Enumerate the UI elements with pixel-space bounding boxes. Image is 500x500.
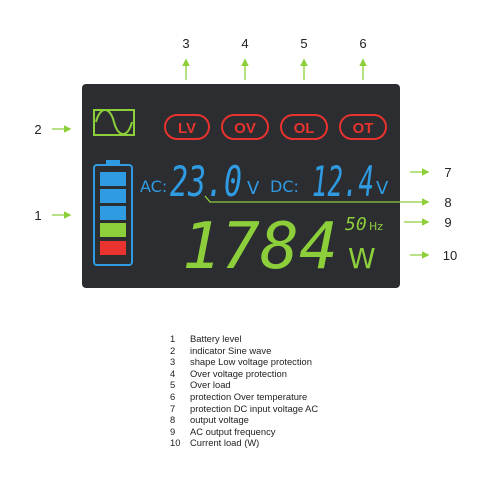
battery-bar-2 xyxy=(100,189,126,203)
callout-8: 8 xyxy=(444,195,451,210)
dc-unit: V xyxy=(376,178,389,199)
legend-text: Over voltage protection xyxy=(190,367,287,379)
callout-3: 3 xyxy=(182,36,189,51)
lcd-panel xyxy=(82,84,400,288)
battery-bar-3 xyxy=(100,206,126,220)
legend-item: 10 Current load (W) xyxy=(170,437,318,449)
badge-ol: OL xyxy=(280,114,328,140)
legend-number: 8 xyxy=(170,414,176,426)
legend-text: Current load (W) xyxy=(190,437,260,449)
callout-7: 7 xyxy=(444,165,451,180)
legend-number: 2 xyxy=(170,344,176,356)
legend-item: 5 Over load xyxy=(170,379,318,391)
legend-number: 1 xyxy=(170,333,176,344)
legend-item: 8 output voltage xyxy=(170,414,318,426)
legend-text: Over load xyxy=(190,379,231,391)
badge-ov: OV xyxy=(221,114,269,140)
legend-item: 6 protection Over temperature xyxy=(170,391,318,403)
dc-voltage-readout: 12.4 xyxy=(312,157,374,206)
legend-item: 4 Over voltage protection xyxy=(170,368,318,380)
frequency-readout: 50 xyxy=(345,214,367,235)
callout-6: 6 xyxy=(359,36,366,51)
legend-text: protection DC input voltage AC xyxy=(190,402,319,414)
callout-5: 5 xyxy=(300,36,307,51)
ac-voltage-readout: 23.0 xyxy=(170,157,242,206)
battery-bar-4 xyxy=(100,223,126,237)
badge-ot-label: OT xyxy=(353,120,374,137)
legend-item: 3 shape Low voltage protection xyxy=(170,356,318,368)
ac-label: AC: xyxy=(140,177,167,196)
legend-number: 6 xyxy=(170,390,176,402)
legend-item: 7 protection DC input voltage AC xyxy=(170,403,318,415)
legend-number: 7 xyxy=(170,402,176,414)
sine-wave-icon xyxy=(93,109,135,136)
legend-text: output voltage xyxy=(190,414,249,426)
frequency-unit: Hz xyxy=(369,220,383,233)
legend-list: 1 Battery level 2 indicator Sine wave 3 sha… xyxy=(170,333,318,449)
legend-text: protection Over temperature xyxy=(190,390,308,402)
load-readout: 1784 xyxy=(182,210,338,284)
legend-item: 9 AC output frequency xyxy=(170,426,318,438)
callout-2: 2 xyxy=(34,122,41,137)
battery-bar-1 xyxy=(100,172,126,186)
legend-text: shape Low voltage protection xyxy=(190,356,312,368)
legend-number: 3 xyxy=(170,356,176,368)
dc-label: DC: xyxy=(270,177,299,196)
badge-ol-label: OL xyxy=(294,120,315,137)
legend-item: 1 Battery level xyxy=(170,333,318,345)
legend-number: 9 xyxy=(170,425,176,437)
legend-text: indicator Sine wave xyxy=(190,344,272,356)
callout-4: 4 xyxy=(241,36,248,51)
badge-lv-label: LV xyxy=(178,120,196,137)
badge-ot: OT xyxy=(339,114,387,140)
battery-bar-5 xyxy=(100,241,126,255)
arrow-8 xyxy=(204,195,430,206)
legend-number: 4 xyxy=(170,367,176,379)
callout-1: 1 xyxy=(34,208,41,223)
legend-text: AC output frequency xyxy=(190,425,276,437)
badge-ov-label: OV xyxy=(234,120,256,137)
legend-item: 2 indicator Sine wave xyxy=(170,345,318,357)
ac-unit: V xyxy=(247,178,260,199)
badge-lv: LV xyxy=(164,114,210,140)
legend-text: Battery level xyxy=(190,333,242,344)
legend-number: 10 xyxy=(170,437,181,449)
battery-icon xyxy=(93,160,133,266)
legend-number: 5 xyxy=(170,379,176,391)
callout-9: 9 xyxy=(444,215,451,230)
load-unit: W xyxy=(348,242,376,275)
callout-10: 10 xyxy=(443,248,457,263)
